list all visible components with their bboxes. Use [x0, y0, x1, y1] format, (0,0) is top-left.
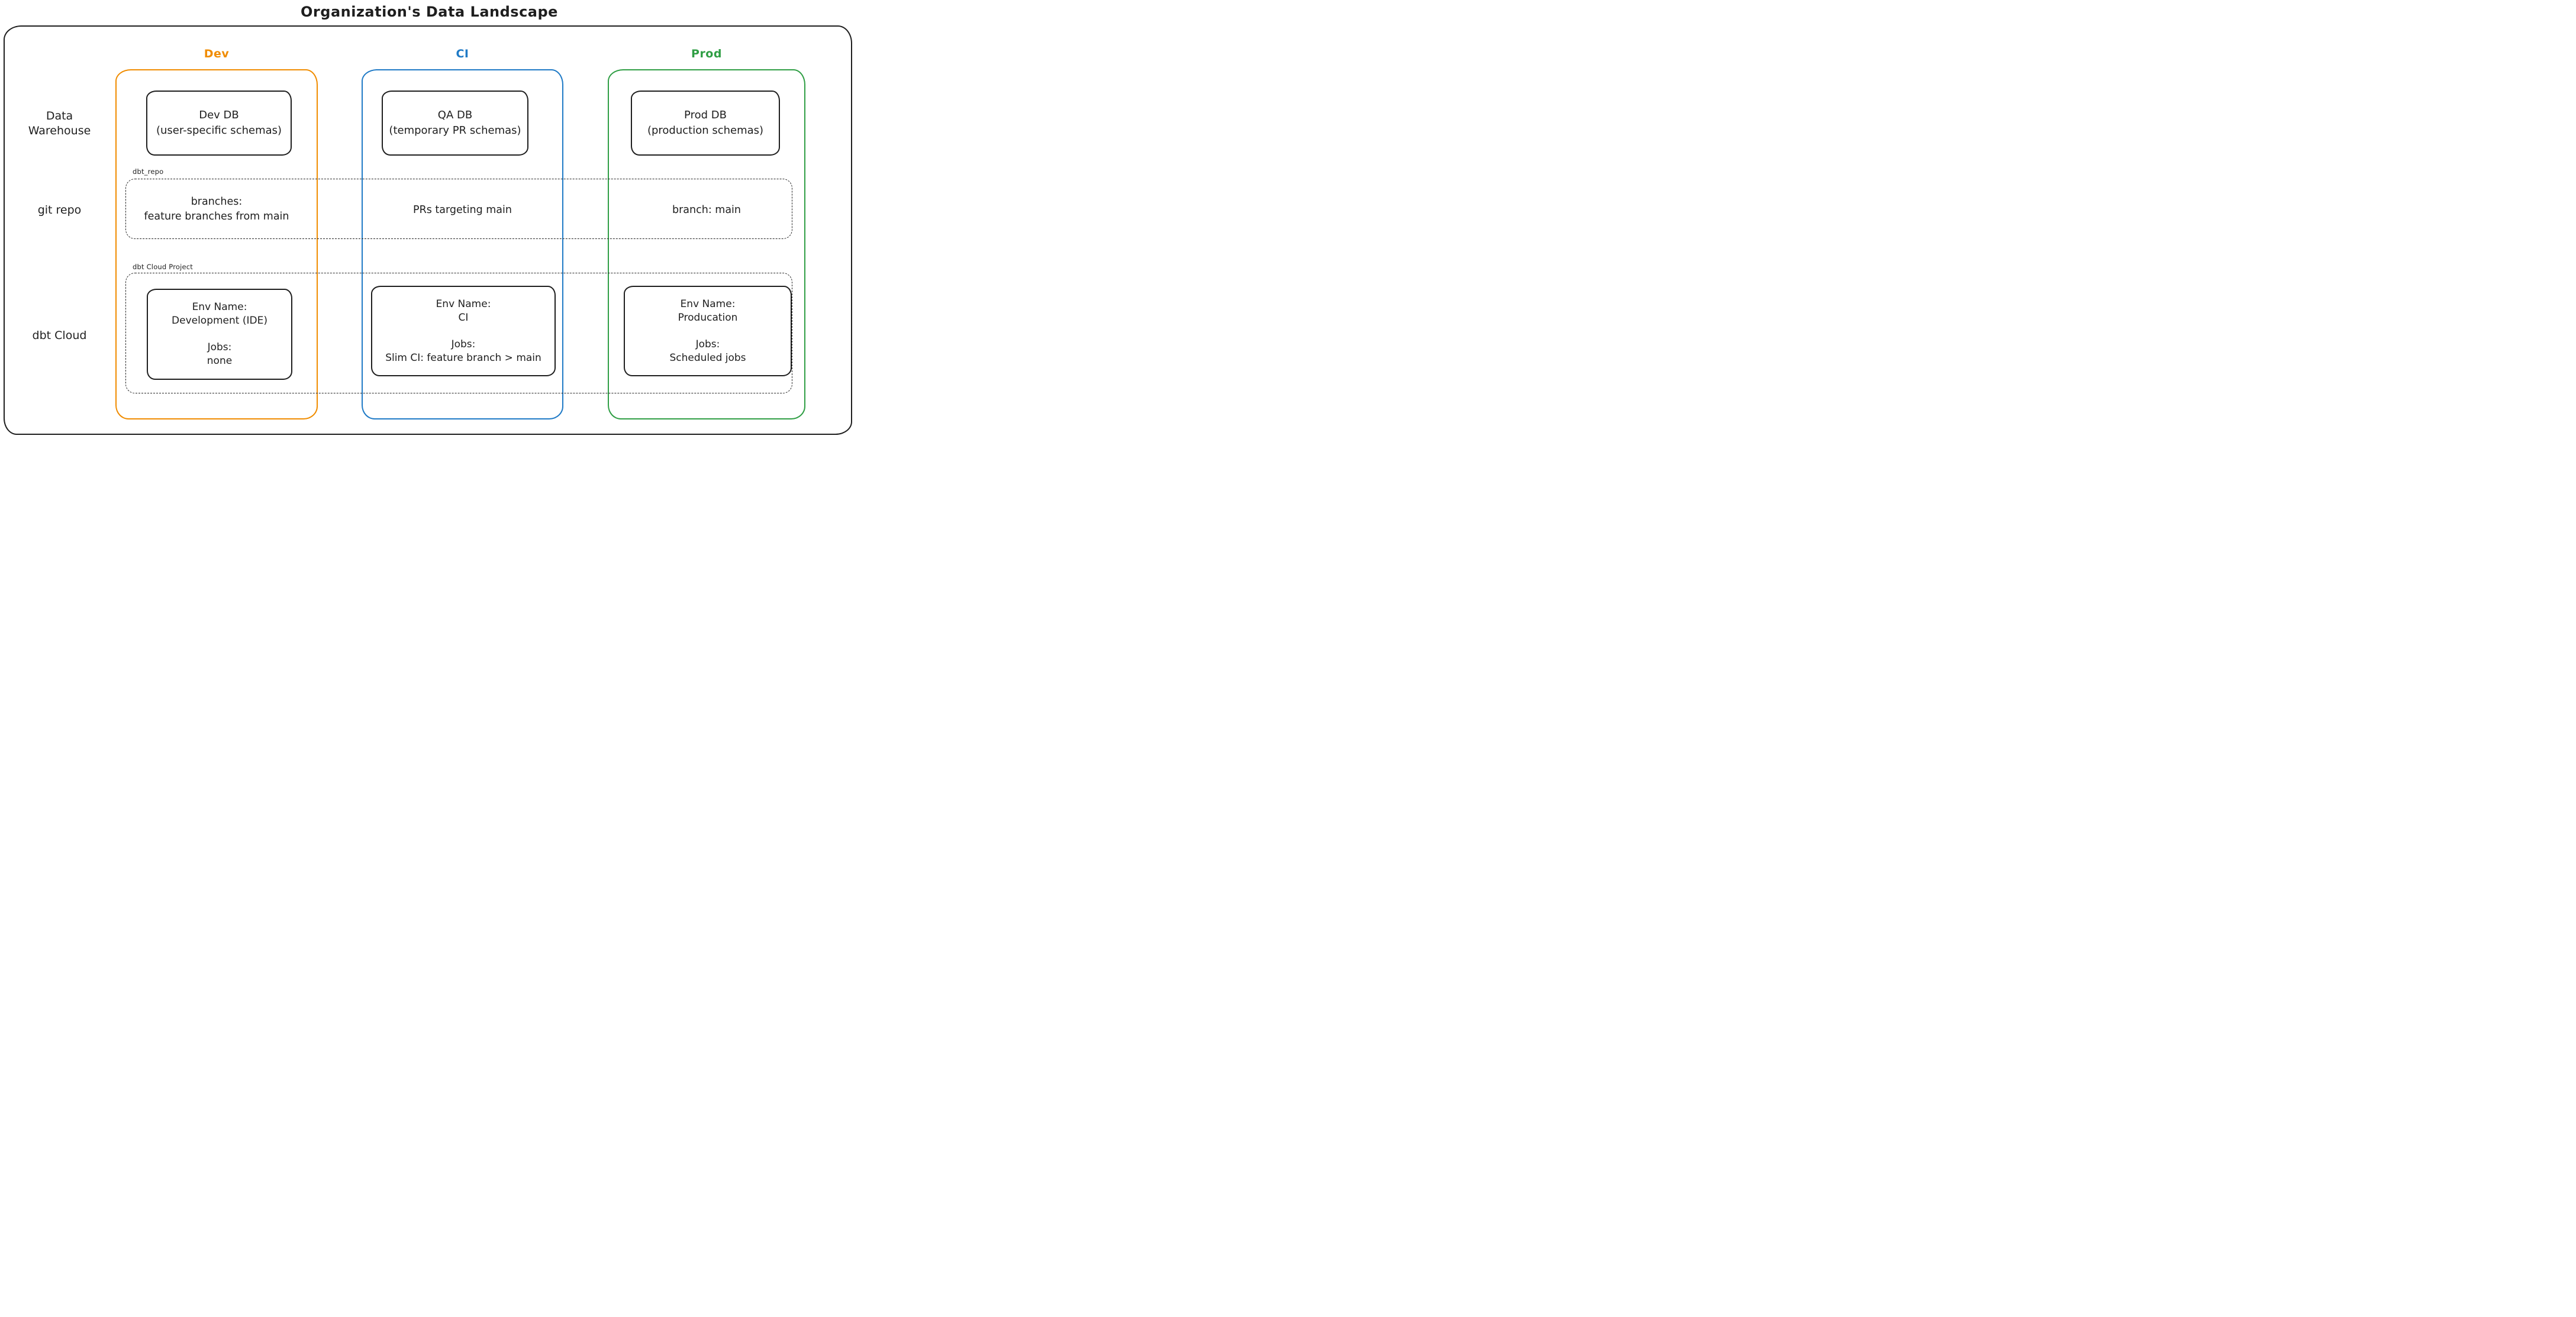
prod-db-box: Prod DB (production schemas): [631, 91, 780, 156]
dev-git-text: branches: feature branches from main: [115, 195, 318, 224]
qa-db-box: QA DB (temporary PR schemas): [382, 91, 528, 156]
ci-env-name-label: Env Name:: [436, 298, 491, 310]
dev-jobs-value: none: [207, 355, 233, 367]
prod-git-text: branch: main: [672, 204, 741, 216]
data-landscape-diagram: Organization's Data Landscape Dev CI Pro…: [0, 0, 859, 439]
diagram-title: Organization's Data Landscape: [301, 4, 558, 20]
column-header-prod: Prod: [691, 47, 722, 60]
dev-db-name: Dev DB: [199, 109, 239, 121]
column-header-ci: CI: [456, 47, 469, 60]
prod-jobs-value: Scheduled jobs: [669, 351, 746, 364]
dev-column-box: [115, 69, 318, 419]
prod-env-box: Env Name: Producation Jobs: Scheduled jo…: [624, 286, 792, 376]
git-repo-region: [125, 179, 792, 239]
prod-db-detail: (production schemas): [647, 124, 764, 137]
qa-db-name: QA DB: [437, 109, 473, 121]
row-label-data-warehouse-line2: Warehouse: [28, 124, 91, 137]
row-label-data-warehouse-line1: Data: [46, 109, 73, 122]
ci-git-text: PRs targeting main: [413, 204, 512, 216]
dev-jobs-label: Jobs:: [207, 341, 232, 353]
ci-jobs-label: Jobs:: [451, 338, 476, 350]
ci-jobs-value: Slim CI: feature branch > main: [385, 351, 541, 364]
ci-env-name: CI: [458, 311, 469, 324]
qa-db-detail: (temporary PR schemas): [389, 124, 521, 137]
prod-column-box: [608, 69, 805, 419]
dev-env-name-label: Env Name:: [192, 301, 247, 313]
dev-env-box: Env Name: Development (IDE) Jobs: none: [147, 289, 292, 380]
dev-git-line1: branches:: [191, 196, 243, 208]
prod-db-name: Prod DB: [684, 109, 727, 121]
prod-jobs-label: Jobs:: [695, 338, 720, 350]
ci-column-box: [362, 69, 563, 419]
prod-env-name-label: Env Name:: [680, 298, 736, 310]
column-header-dev: Dev: [204, 47, 230, 60]
dev-env-name: Development (IDE): [172, 315, 267, 327]
row-label-data-warehouse: Data Warehouse: [11, 109, 108, 138]
landscape-outer-container: [4, 25, 852, 435]
prod-env-name: Producation: [678, 311, 738, 324]
ci-env-box: Env Name: CI Jobs: Slim CI: feature bran…: [371, 286, 556, 376]
dev-git-line2: feature branches from main: [144, 211, 289, 222]
dev-db-detail: (user-specific schemas): [156, 124, 282, 137]
dev-db-box: Dev DB (user-specific schemas): [146, 91, 292, 156]
git-region-label: dbt_repo: [133, 167, 164, 176]
dbt-cloud-project-region: [125, 273, 792, 393]
row-label-git-repo: git repo: [37, 204, 82, 217]
row-label-dbt-cloud: dbt Cloud: [32, 329, 87, 342]
dbt-cloud-region-label: dbt Cloud Project: [133, 263, 194, 271]
